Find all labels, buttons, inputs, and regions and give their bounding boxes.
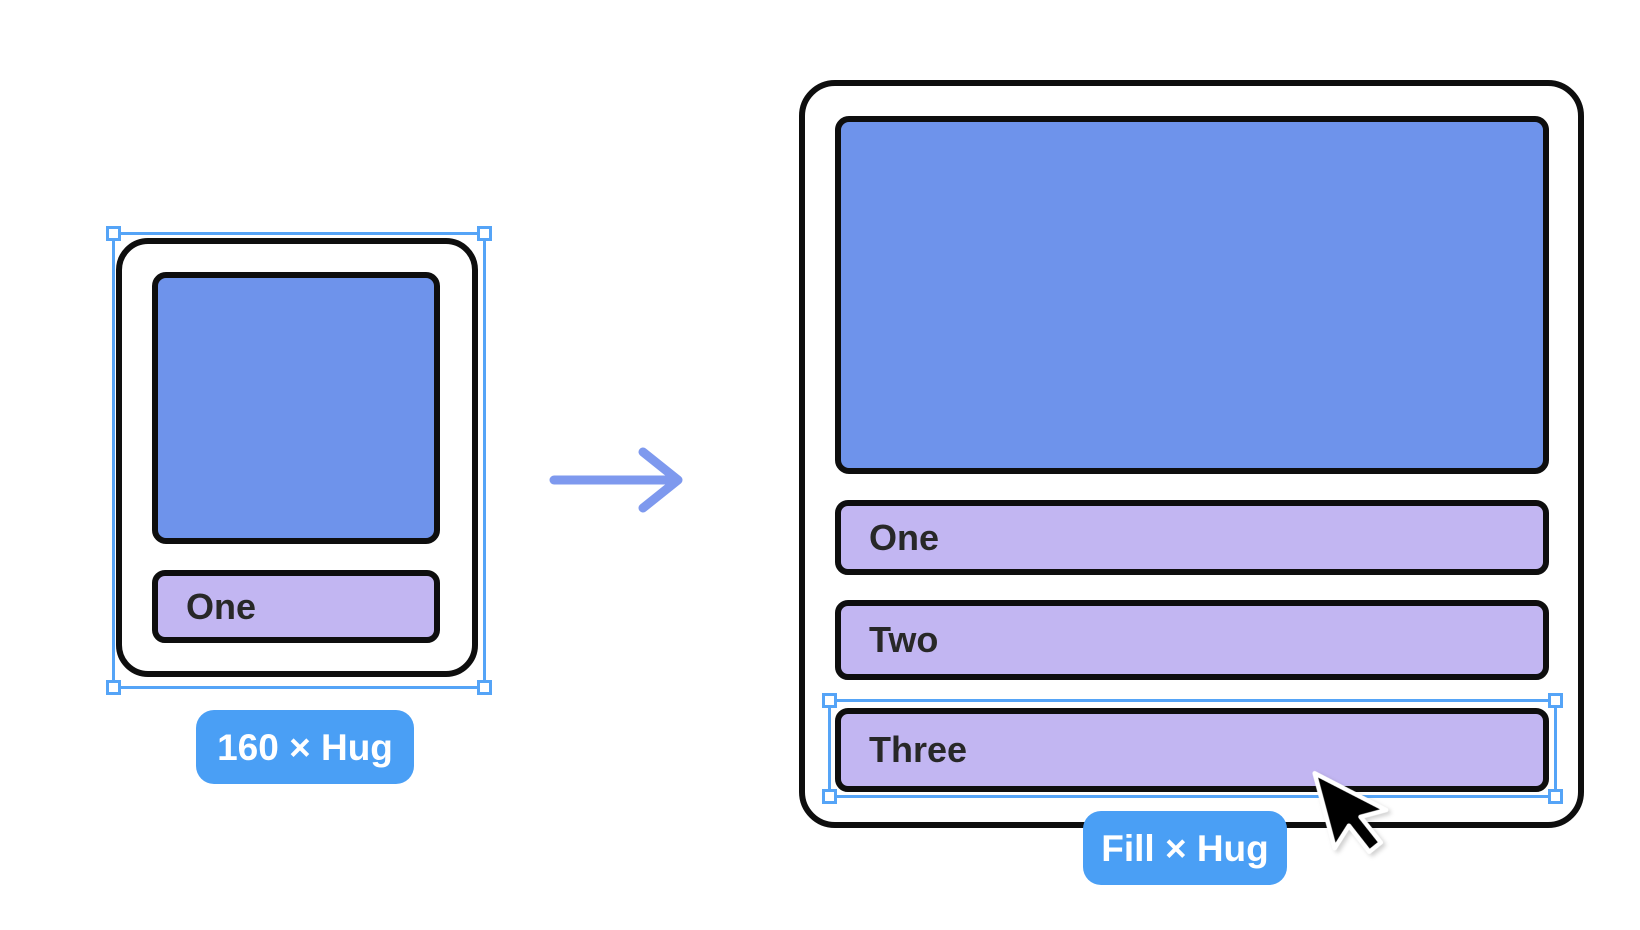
row-one-before[interactable]: One [152,570,440,643]
selection-frame-before [106,226,492,695]
size-badge-before: 160 × Hug [196,710,414,784]
arrow-right-icon [540,438,700,522]
row-three-after-label: Three [869,729,968,770]
row-two-after[interactable]: Two [835,600,1549,680]
selection-frame-three [822,693,1563,804]
image-block-after[interactable] [835,116,1549,474]
selection-handle-top-left[interactable] [822,693,837,708]
row-three-after[interactable]: Three [835,708,1549,792]
selection-handle-top-left[interactable] [106,226,121,241]
selection-handle-bottom-left[interactable] [106,680,121,695]
row-one-after-label: One [869,516,940,558]
selection-handle-top-right[interactable] [477,226,492,241]
selection-handle-bottom-right[interactable] [1548,789,1563,804]
row-two-after-label: Two [869,619,939,660]
row-one-before-label: One [186,585,257,627]
size-badge-after-label: Fill × Hug [1101,827,1269,869]
selection-handle-bottom-right[interactable] [477,680,492,695]
selection-handle-bottom-left[interactable] [822,789,837,804]
image-block-before[interactable] [152,272,440,544]
size-badge-before-label: 160 × Hug [217,726,393,768]
selection-handle-top-right[interactable] [1548,693,1563,708]
size-badge-after: Fill × Hug [1083,811,1287,885]
row-one-after[interactable]: One [835,500,1549,575]
